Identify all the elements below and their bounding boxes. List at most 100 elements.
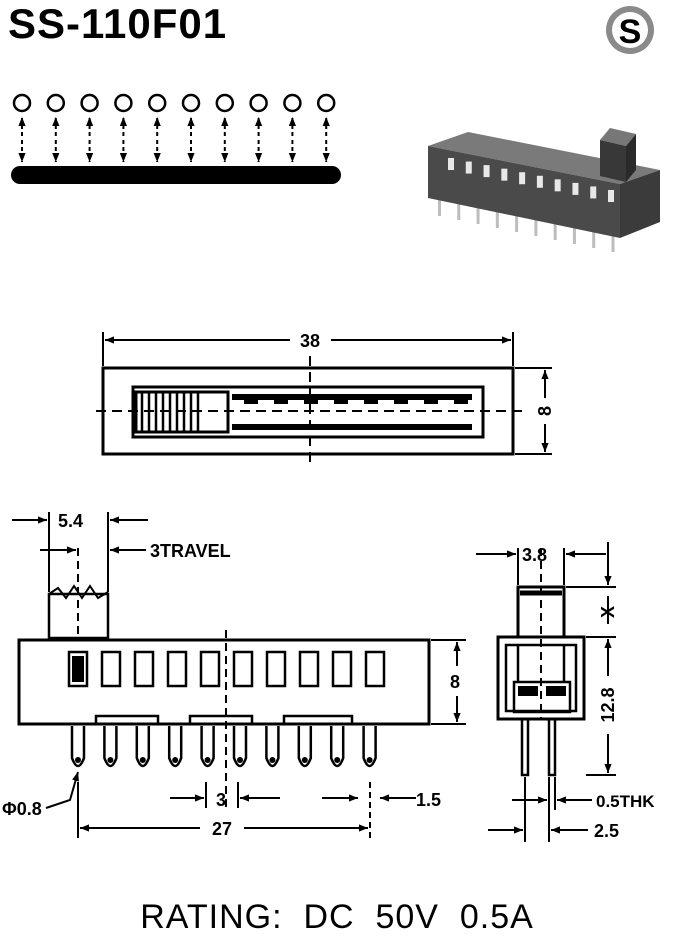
contact-circle: [46, 93, 66, 113]
contact-circle: [316, 93, 336, 113]
front-pin: [200, 726, 215, 768]
front-slots: [67, 650, 386, 688]
slot-tick: [454, 400, 468, 404]
pin-hole: [172, 757, 179, 763]
pin-hole: [204, 757, 211, 763]
pin-hole: [107, 757, 114, 763]
front-pin: [297, 726, 313, 768]
dim-pitch-label: 3: [216, 790, 226, 810]
front-slot: [133, 650, 155, 688]
pin-hole: [75, 757, 81, 763]
slot-ticks: [244, 400, 468, 404]
front-slot: [364, 650, 386, 688]
front-pin: [329, 726, 345, 768]
dim-handle-height-label: X: [598, 606, 618, 618]
front-slot: [100, 650, 122, 688]
slot-tick: [304, 400, 318, 404]
slot-tick: [424, 400, 438, 404]
product-slot: [448, 158, 454, 170]
slot-tick: [364, 400, 378, 404]
dim-pin-row-spacing-label: 2.5: [594, 821, 619, 841]
side-view: 3.8 X 12.8 0.5THK 2.5: [476, 542, 655, 842]
product-slot: [608, 190, 614, 202]
slot-tick: [394, 400, 408, 404]
front-slot: [331, 650, 353, 688]
contact-circle: [249, 93, 268, 113]
side-view-pin-left: [520, 717, 530, 777]
pin-hole: [301, 757, 308, 763]
product-slot: [483, 165, 490, 178]
product-pin: [592, 228, 596, 248]
front-slot: [199, 650, 221, 688]
pin-hole: [334, 757, 341, 763]
part-number-title: SS-110F01: [8, 0, 227, 47]
logo-letter: S: [619, 13, 642, 51]
product-pin: [438, 196, 441, 216]
product-slots: [448, 158, 614, 202]
product-slot: [590, 186, 597, 199]
dim-side-height-label: 12.8: [598, 687, 618, 722]
front-slot: [67, 650, 89, 688]
front-pin: [362, 726, 377, 768]
product-pin: [553, 220, 557, 240]
handle-knob: [72, 656, 84, 682]
side-view-pin-right: [547, 717, 557, 777]
dim-height-label: 8: [450, 672, 460, 692]
dim-pin-diameter-label: Φ0.8: [2, 799, 42, 819]
contact-circle: [80, 93, 99, 113]
slot-tick: [244, 400, 258, 404]
product-pin: [611, 232, 615, 252]
front-pin: [232, 726, 248, 768]
front-pin: [167, 726, 183, 768]
contact-circle: [147, 93, 167, 113]
product-slot: [536, 175, 543, 188]
pin-hole: [366, 757, 373, 763]
front-pin: [103, 726, 118, 768]
front-pin: [70, 726, 86, 768]
contact-circle: [283, 93, 302, 113]
slot-tick: [334, 400, 348, 404]
pin-hole: [139, 757, 146, 763]
product-pin: [457, 200, 461, 220]
front-pin: [265, 726, 280, 768]
product-pin: [495, 208, 499, 228]
contact-circle: [12, 93, 32, 113]
product-slot: [519, 172, 526, 185]
top-view: 38 8: [96, 331, 555, 466]
front-pins: [70, 726, 377, 768]
front-view-handle: [47, 592, 110, 640]
front-view-body: [17, 638, 431, 726]
dim-pin-span-label: 27: [212, 819, 232, 839]
dim-edge-offset-label: 1.5: [416, 790, 441, 810]
dim-side-handle-width-label: 3.8: [522, 545, 547, 565]
product-illustration: [428, 128, 660, 252]
product-slot: [465, 161, 472, 174]
front-view: 5.4 3TRAVEL 8 Φ0.8 3 1.5 27: [2, 511, 466, 839]
product-pin: [572, 224, 576, 244]
contact-circle: [181, 93, 201, 113]
product-slot: [572, 182, 579, 195]
front-slot: [298, 650, 320, 688]
product-slot: [554, 179, 561, 192]
rating-label: RATING: DC 50V 0.5A: [140, 898, 534, 936]
dim-pin-thickness-label: 0.5THK: [596, 792, 655, 811]
product-pins: [438, 196, 615, 252]
switch-schematic: [11, 93, 341, 184]
dim-width-label: 8: [535, 406, 555, 416]
contact-circle: [215, 93, 235, 113]
brand-logo: S: [606, 6, 654, 54]
dim-length-label: 38: [300, 331, 320, 351]
contact-circle: [114, 93, 133, 113]
product-slot: [501, 168, 508, 181]
pin-hole: [237, 757, 243, 763]
product-pin: [476, 204, 480, 224]
dim-handle-width-label: 5.4: [58, 511, 83, 531]
front-pin: [135, 726, 151, 768]
product-pin: [534, 216, 538, 236]
front-slot: [166, 650, 188, 688]
product-pin: [515, 212, 519, 232]
front-slot: [232, 650, 254, 688]
pin-hole: [269, 757, 276, 763]
front-slot: [265, 650, 287, 688]
